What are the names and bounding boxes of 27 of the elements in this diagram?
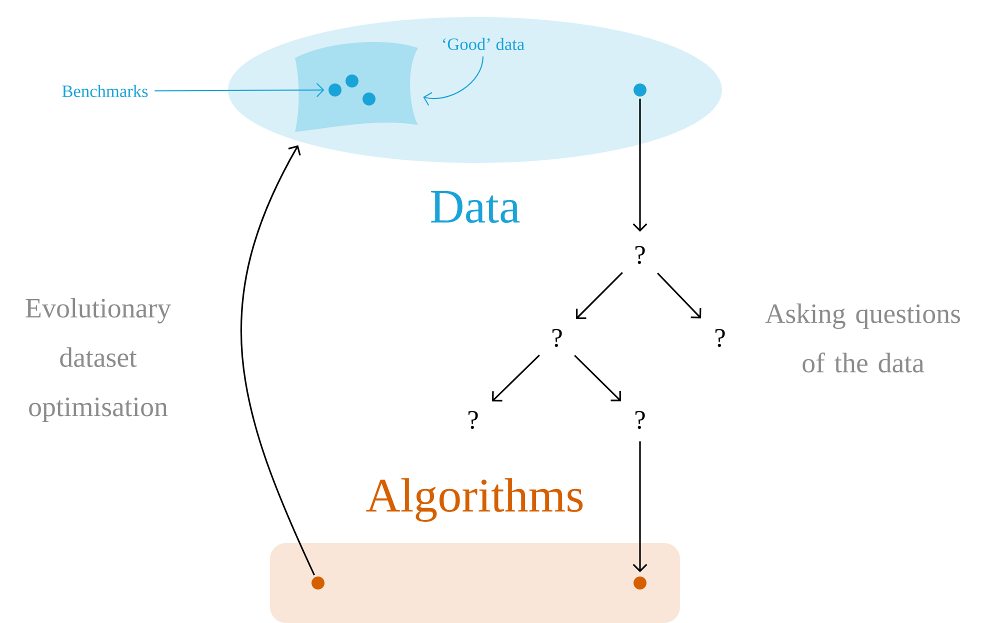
question-mark: ? (635, 410, 645, 429)
dot (328, 84, 342, 96)
question-mark: ? (552, 328, 562, 347)
blob (295, 42, 418, 132)
side-label: Asking questions of the data (765, 303, 960, 372)
arrow (574, 354, 621, 402)
dot (634, 84, 646, 96)
arrow (632, 441, 648, 572)
dot (362, 92, 376, 106)
question-mark: ? (715, 328, 725, 347)
question-mark: ? (468, 410, 478, 429)
arrow (657, 272, 702, 318)
dot (634, 576, 646, 590)
dot (312, 576, 324, 590)
heading: Data (431, 191, 520, 223)
arrow (576, 272, 623, 319)
arrow (423, 56, 484, 106)
question-mark: ? (635, 246, 645, 264)
callout-label: ‘Good’ data (443, 38, 524, 50)
arrow (154, 83, 324, 98)
arrow (492, 354, 540, 402)
arrow (632, 98, 648, 232)
heading: Algorithms (366, 478, 583, 522)
arrow (240, 145, 316, 576)
dot (346, 74, 358, 88)
callout-label: Benchmarks (62, 84, 148, 98)
side-label: Evolutionary dataset optimisation (26, 298, 171, 422)
